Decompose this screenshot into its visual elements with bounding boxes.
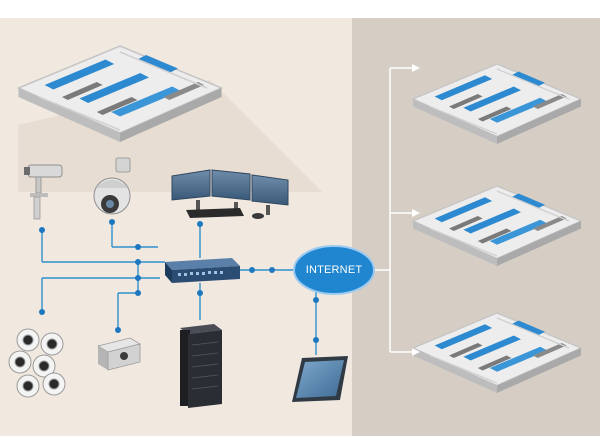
tablet-icon	[292, 356, 348, 402]
server-rack-icon	[180, 324, 222, 408]
remote-arrows	[372, 64, 420, 356]
link-node	[135, 259, 141, 265]
ptz-camera-icon	[93, 157, 131, 215]
link-node	[197, 290, 203, 296]
internet-cloud	[293, 245, 375, 295]
link-node	[197, 221, 203, 227]
internet-label: INTERNET	[305, 264, 363, 276]
link-node	[109, 219, 115, 225]
link-node	[115, 327, 121, 333]
video-encoder-icon	[96, 337, 142, 371]
network-switch-icon	[165, 258, 240, 283]
monitor-wall-icon	[171, 169, 289, 219]
link-node	[313, 337, 319, 343]
link-node	[39, 227, 45, 233]
link-node	[135, 275, 141, 281]
link-node	[39, 309, 45, 315]
link-node	[269, 267, 275, 273]
link-node	[249, 267, 255, 273]
link-node	[135, 244, 141, 250]
link-nodes	[39, 219, 319, 343]
dome-camera-group-icon	[8, 328, 66, 398]
bullet-camera-icon	[24, 164, 63, 220]
link-node	[313, 297, 319, 303]
link-node	[135, 290, 141, 296]
